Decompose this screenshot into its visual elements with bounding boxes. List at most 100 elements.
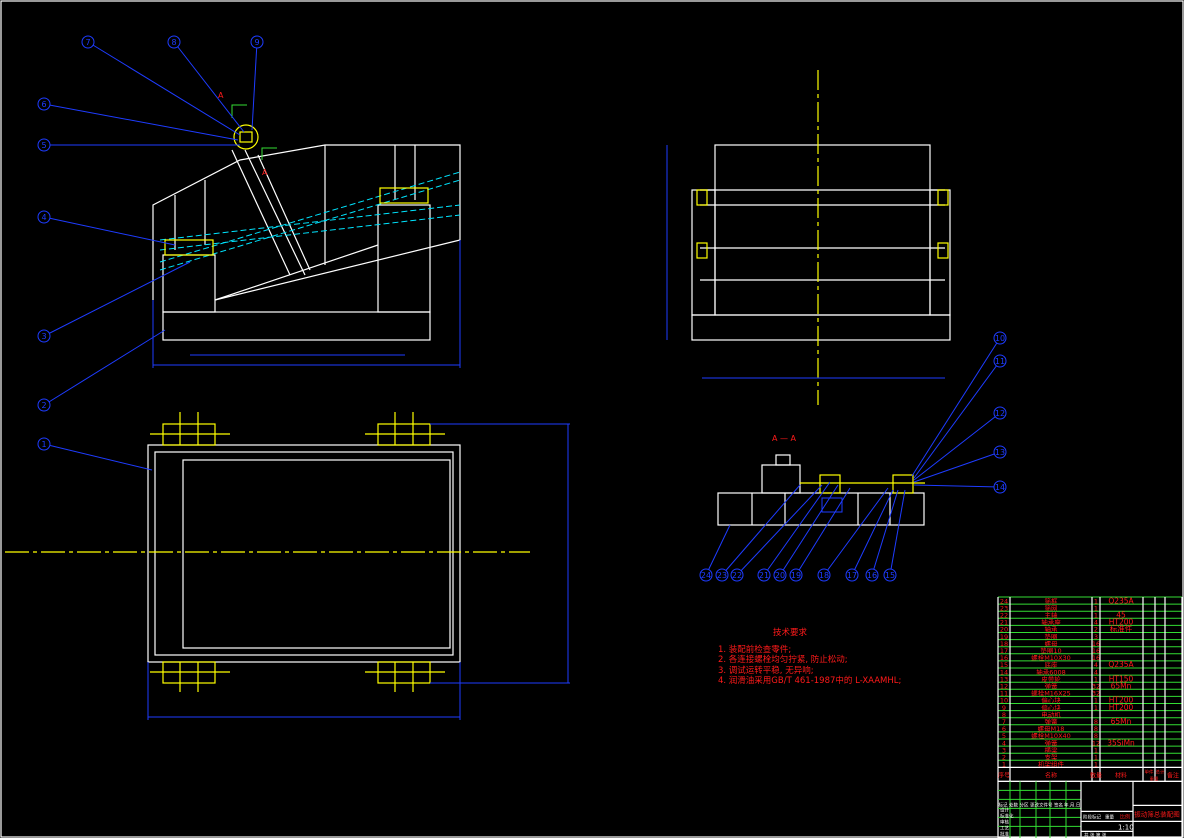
bom-name: 轴承6008 <box>1036 667 1066 676</box>
balloon-19: 19 <box>789 487 851 582</box>
balloon-number: 24 <box>701 571 711 580</box>
bom-name: 底座 <box>1045 660 1059 669</box>
bom-no: 22 <box>1000 612 1008 620</box>
balloon-circle <box>81 35 95 49</box>
balloon-number: 5 <box>41 141 46 150</box>
bom-header-name: 名称 <box>1045 771 1057 779</box>
bom-no: 12 <box>1000 683 1008 691</box>
balloon-7: 7 <box>81 35 241 136</box>
bom-name: 主轴 <box>1045 611 1059 620</box>
balloon-circle <box>817 568 831 582</box>
balloon-11: 11 <box>913 354 1007 479</box>
balloon-23: 23 <box>715 484 801 582</box>
bom-name: 弹簧 <box>1045 717 1059 726</box>
balloon-circle <box>845 568 859 582</box>
balloon-5: 5 <box>37 138 240 152</box>
leader-line <box>736 484 823 576</box>
leader-line <box>795 487 851 576</box>
leader-line <box>911 337 1001 477</box>
note-2: 2. 各连接螺栓均匀拧紧, 防止松动; <box>718 655 848 665</box>
bom-qty: 1 <box>1094 761 1098 769</box>
bom-mat: 45 <box>1116 611 1126 620</box>
balloon-number: 13 <box>995 448 1005 457</box>
bom-no: 16 <box>1000 654 1008 662</box>
top-view <box>5 412 570 720</box>
bom-qty: 1 <box>1094 754 1098 762</box>
balloon-10: 10 <box>911 331 1007 477</box>
leader-line <box>43 103 239 141</box>
leader-line <box>721 484 801 576</box>
bom-no: 18 <box>1000 640 1008 648</box>
scale-label: 比例 <box>1120 813 1130 820</box>
bom-qty: 1 <box>1094 746 1098 754</box>
title-block-label: 处数 <box>1009 801 1018 808</box>
bom-mat: HT200 <box>1109 703 1134 712</box>
bom-qty: 16 <box>1092 640 1100 648</box>
balloon-2: 2 <box>37 329 166 412</box>
balloon-number: 7 <box>85 38 90 47</box>
balloon-number: 8 <box>171 38 176 47</box>
bom-qty: 4 <box>1094 619 1098 627</box>
bom-header-remark: 备注 <box>1167 771 1179 779</box>
leader-line <box>889 489 906 576</box>
balloon-circle <box>993 354 1007 368</box>
bom-no: 21 <box>1000 619 1008 627</box>
balloon-number: 12 <box>995 409 1005 418</box>
bom-header-weight: 重量 <box>1150 775 1159 782</box>
balloon-circle <box>993 445 1007 459</box>
bom-name: 支架 <box>1045 753 1059 762</box>
title-block-label: 分区 <box>1020 801 1029 808</box>
balloon-circle <box>167 35 181 49</box>
balloon-circle <box>37 210 51 224</box>
title-block-label: 批准 <box>1000 830 1009 837</box>
balloon-22: 22 <box>730 484 823 582</box>
bom-no: 7 <box>1002 718 1006 726</box>
bom-no: 2 <box>1002 754 1006 762</box>
bom-mat: 65Mn <box>1111 682 1132 691</box>
side-view: A A <box>152 91 461 368</box>
balloon-number: 1 <box>41 440 46 449</box>
bom-name: 偏心块 <box>1041 703 1061 712</box>
leader-line <box>823 487 889 576</box>
bom-no: 3 <box>1002 746 1006 754</box>
balloon-circle <box>37 329 51 343</box>
balloon-circle <box>37 138 51 152</box>
title-block-label: 签名 <box>1054 801 1063 808</box>
bom-name: 轴承座 <box>1041 618 1061 627</box>
balloon-number: 10 <box>995 334 1005 343</box>
leader-line <box>43 329 166 406</box>
leader-line <box>913 484 1001 488</box>
balloon-number: 2 <box>41 401 46 410</box>
balloon-circle <box>865 568 879 582</box>
bom-qty: 2 <box>1094 626 1098 634</box>
bom-no: 11 <box>1000 690 1008 698</box>
bom-mat: HT200 <box>1109 618 1134 627</box>
balloon-number: 21 <box>759 571 769 580</box>
bom-no: 5 <box>1002 732 1006 740</box>
balloon-number: 16 <box>867 571 877 580</box>
balloon-number: 14 <box>995 483 1005 492</box>
bom-qty: 1 <box>1094 597 1098 605</box>
bom-no: 24 <box>1000 597 1008 605</box>
note-4: 4. 润滑油采用GB/T 461-1987中的 L-XAAMHL; <box>718 676 902 686</box>
bom-header-qty: 数量 <box>1090 771 1102 779</box>
bom-qty: 1 <box>1094 604 1098 612</box>
bom-no: 20 <box>1000 626 1008 634</box>
front-view <box>666 70 951 405</box>
title-block-label: 标准化 <box>1000 812 1014 819</box>
bom-no: 4 <box>1002 739 1006 747</box>
title-block-label: 重量 <box>1105 813 1114 820</box>
